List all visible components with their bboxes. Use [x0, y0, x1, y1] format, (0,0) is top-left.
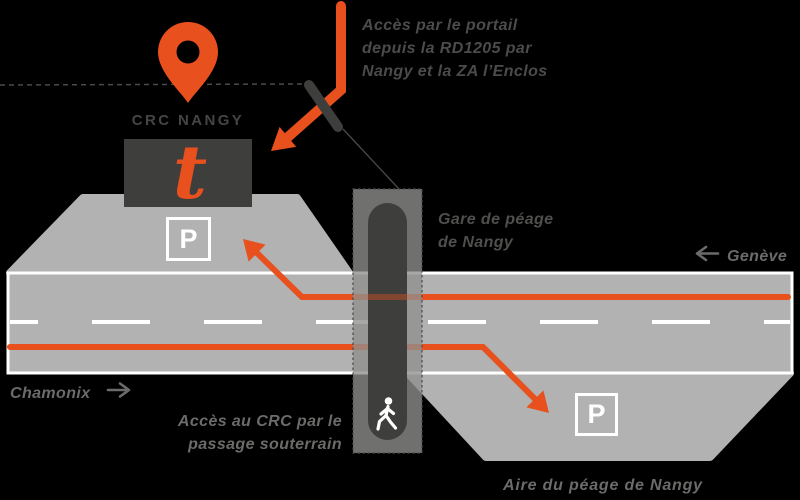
- portal-gate-icon: [304, 80, 343, 132]
- gate-leader-line: [342, 128, 400, 190]
- parking-sign-crc: P: [166, 217, 211, 261]
- toll-station-line1: Gare de péage: [438, 211, 554, 228]
- underpass-access-line2: passage souterrain: [188, 436, 342, 453]
- dashed-leader-line: [0, 83, 305, 86]
- geneva-direction-label: Genève: [727, 248, 788, 265]
- crc-building: [124, 139, 252, 207]
- crc-location-label: CRC NANGY: [131, 112, 245, 129]
- route-under-tunnel: [368, 294, 407, 300]
- route-portal-access: [271, 1, 346, 151]
- portal-access-line1: Accès par le portail: [362, 17, 518, 34]
- toll-area-label: Aire du péage de Nangy: [503, 477, 703, 494]
- toll-station-label: Gare de péage de Nangy: [438, 208, 553, 254]
- parking-sign-toll-area: P: [575, 393, 618, 436]
- route-arrowhead: [271, 126, 297, 151]
- route-to-crc-parking: [243, 239, 791, 300]
- portal-access-line2: depuis la RD1205 par: [362, 40, 532, 57]
- chamonix-direction-label: Chamonix: [10, 385, 91, 402]
- pedestrian-icon: [376, 397, 398, 431]
- portal-access-line3: Nangy et la ZA l’Enclos: [362, 63, 548, 80]
- route-arrowhead: [526, 390, 549, 413]
- portal-access-note: Accès par le portail depuis la RD1205 pa…: [362, 14, 548, 83]
- route-to-toll-parking: [7, 344, 549, 413]
- route-arrowhead: [243, 239, 266, 262]
- telepeage-t-logo: t: [173, 130, 207, 216]
- underpass-tunnel: [368, 203, 407, 440]
- toll-station-line2: de Nangy: [438, 234, 514, 251]
- left-arrow-icon: [695, 245, 720, 262]
- underpass-access-line1: Accès au CRC par le: [177, 413, 342, 430]
- right-arrow-icon: [106, 382, 131, 398]
- location-pin-icon: [158, 22, 218, 103]
- underpass-access-note: Accès au CRC par le passage souterrain: [155, 410, 342, 456]
